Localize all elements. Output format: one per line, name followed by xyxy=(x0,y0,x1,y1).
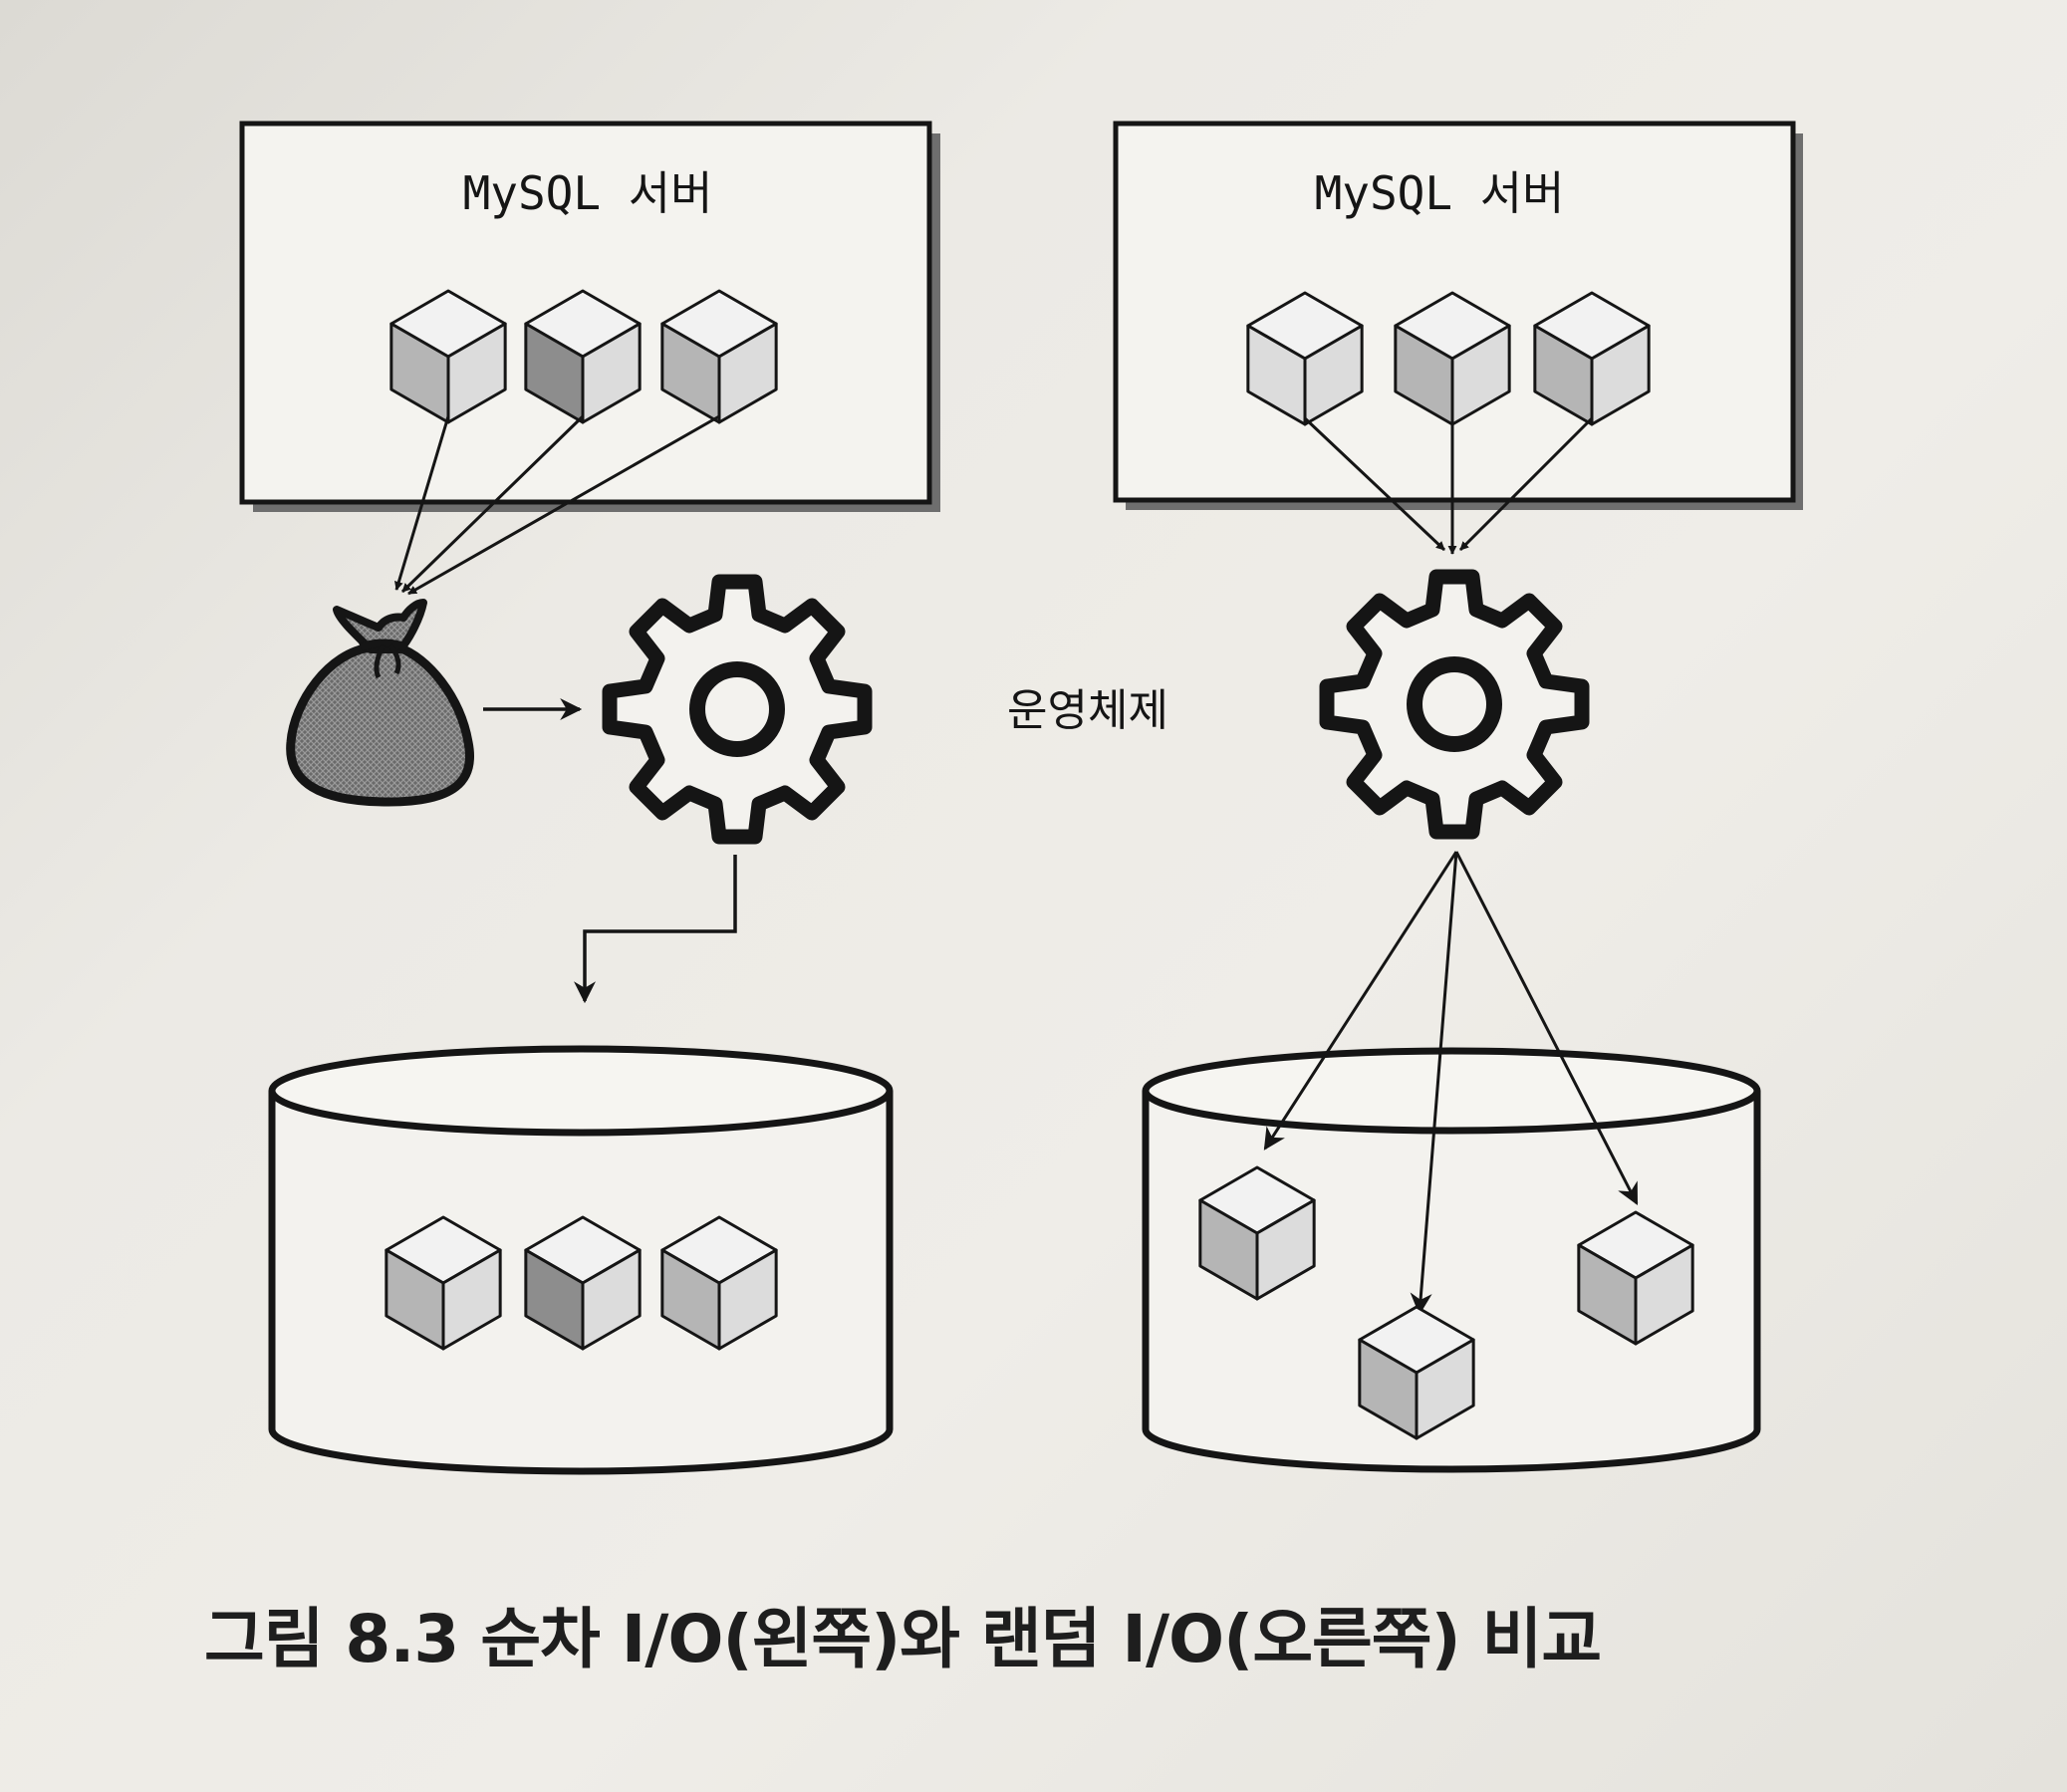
block-arrow xyxy=(400,414,585,594)
block-arrow xyxy=(407,414,720,596)
cube-icon xyxy=(660,289,778,424)
right-disk-cylinder-icon xyxy=(1142,1047,1761,1473)
cube-icon xyxy=(1577,1210,1694,1346)
cube-icon xyxy=(389,289,507,424)
right-os-gear-icon xyxy=(1327,577,1582,832)
block-arrow xyxy=(1410,851,1458,1316)
left-os-gear-icon xyxy=(610,582,865,837)
cube-icon xyxy=(1358,1305,1475,1440)
cube-icon xyxy=(660,1215,778,1351)
cube-icon xyxy=(524,289,642,424)
cube-icon xyxy=(1533,291,1651,426)
block-arrow xyxy=(394,415,450,591)
sack-icon xyxy=(286,599,474,807)
right-server-to-os-arrows xyxy=(1303,416,1594,555)
os-label: 운영체제 xyxy=(1007,685,1168,736)
block-arrow xyxy=(1263,851,1458,1151)
cube-icon xyxy=(1198,1165,1316,1301)
block-arrow xyxy=(1454,851,1639,1205)
cube-icon xyxy=(1246,291,1364,426)
left-server-title: MySQL 서버 xyxy=(463,166,713,220)
right-server-title: MySQL 서버 xyxy=(1315,166,1565,220)
cube-icon xyxy=(1394,291,1511,426)
cube-icon xyxy=(524,1215,642,1351)
data-blocks xyxy=(389,289,1651,426)
figure-caption: 그림 8.3 순차 I/O(왼쪽)와 랜덤 I/O(오른쪽) 비교 xyxy=(204,1601,1602,1677)
disk-blocks xyxy=(385,1165,1694,1440)
os-to-disk-arrow xyxy=(574,855,737,1004)
block-arrow xyxy=(1303,416,1446,552)
cube-icon xyxy=(385,1215,502,1351)
left-server-to-buffer-arrows xyxy=(394,414,720,596)
right-os-to-disk-arrows xyxy=(1263,851,1639,1316)
block-arrow xyxy=(1458,416,1594,552)
